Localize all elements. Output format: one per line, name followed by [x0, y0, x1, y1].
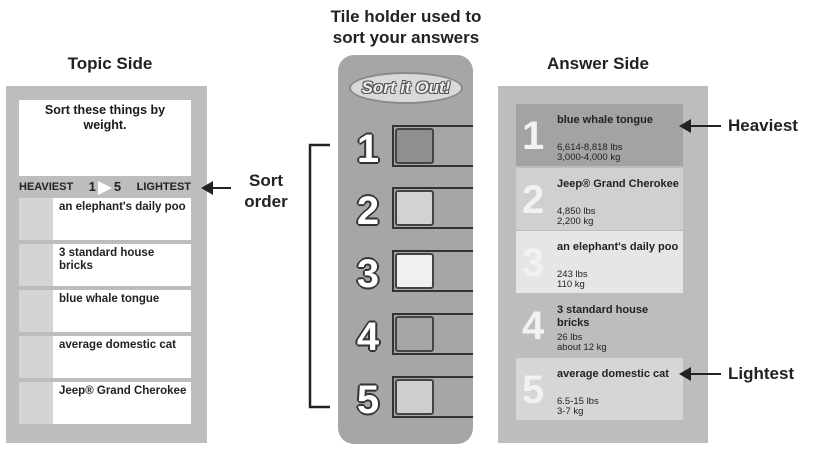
- item-stripe: [19, 244, 53, 286]
- answer-weight-lbs: 6.5-15 lbs: [557, 396, 599, 407]
- item-stripe: [19, 198, 53, 240]
- question-line2: weight.: [83, 118, 127, 132]
- heaviest-label: Heaviest: [728, 116, 798, 135]
- answer-title: average domestic cat: [557, 368, 669, 380]
- answer-weight-kg: 3,000-4,000 kg: [557, 152, 621, 163]
- question-line1: Sort these things by: [44, 103, 166, 117]
- topic-item-label: an elephant's daily poo: [59, 201, 186, 213]
- answer-tile[interactable]: [395, 253, 434, 289]
- slot-number: 5: [356, 378, 380, 422]
- answer-rank: 3: [522, 241, 545, 285]
- item-stripe: [19, 382, 53, 424]
- slot-number: 1: [356, 127, 380, 171]
- topic-item: blue whale tongue: [19, 290, 191, 332]
- sort-order-line1: Sort: [249, 171, 283, 190]
- slot-number: 4: [356, 315, 380, 359]
- sort-start: 1: [88, 178, 96, 194]
- slot-number: 3: [356, 252, 380, 296]
- answer-row: 3 an elephant's daily poo 243 lbs 110 kg: [516, 231, 683, 293]
- lightest-label: Lightest: [728, 364, 795, 383]
- answer-weight-kg: 3-7 kg: [557, 406, 584, 417]
- sort-order-arrow: [201, 181, 231, 195]
- answer-rank: 1: [522, 114, 545, 158]
- answer-tile[interactable]: [395, 379, 434, 415]
- sort-it-out-logo: Sort it Out!: [349, 72, 463, 104]
- answer-weight-kg: 2,200 kg: [557, 216, 594, 227]
- topic-item-label: average domestic cat: [59, 339, 176, 351]
- answer-tile[interactable]: [395, 316, 434, 352]
- tile-slot[interactable]: [392, 125, 473, 167]
- answer-weight-lbs: 243 lbs: [557, 269, 588, 280]
- answer-tile[interactable]: [395, 128, 434, 164]
- sort-order-label: Sort order: [236, 170, 296, 212]
- sort-end: 5: [113, 178, 122, 194]
- answer-side-heading: Answer Side: [546, 54, 650, 73]
- answer-row: 1 blue whale tongue 6,614-8,818 lbs 3,00…: [516, 104, 683, 166]
- answer-weight-kg: 110 kg: [557, 279, 585, 290]
- topic-item-label: blue whale tongue: [59, 293, 160, 305]
- topic-item: an elephant's daily poo: [19, 198, 191, 240]
- topic-item: 3 standard house bricks: [19, 244, 191, 286]
- topic-question: Sort these things by weight.: [19, 100, 191, 176]
- lightest-arrow: [679, 367, 721, 381]
- answer-rank: 5: [522, 368, 545, 412]
- tile-holder-heading-line1: Tile holder used to: [330, 7, 482, 26]
- answer-row: 4 3 standard house bricks 26 lbs about 1…: [516, 294, 683, 356]
- topic-item: Jeep® Grand Cherokee: [19, 382, 191, 424]
- answer-title: Jeep® Grand Cherokee: [557, 178, 679, 190]
- answer-tile[interactable]: [395, 190, 434, 226]
- topic-item-label: Jeep® Grand Cherokee: [59, 385, 187, 397]
- item-stripe: [19, 336, 53, 378]
- answer-title: 3 standard house bricks: [557, 304, 649, 329]
- tile-holder-heading-line2: sort your answers: [332, 28, 480, 47]
- answer-weight-lbs: 26 lbs: [557, 332, 583, 343]
- lightest-tag: LIGHTEST: [136, 181, 191, 193]
- heaviest-tag: HEAVIEST: [19, 181, 74, 193]
- answer-weight-kg: about 12 kg: [557, 342, 607, 353]
- topic-side-heading: Topic Side: [67, 54, 153, 73]
- answer-rank: 4: [522, 304, 545, 348]
- tile-slot[interactable]: [392, 250, 473, 292]
- topic-item: average domestic cat: [19, 336, 191, 378]
- tile-slot[interactable]: [392, 187, 473, 229]
- heaviest-arrow: [679, 119, 721, 133]
- slot-number: 2: [356, 189, 380, 233]
- answer-rank: 2: [522, 178, 545, 222]
- answer-row: 5 average domestic cat 6.5-15 lbs 3-7 kg: [516, 358, 683, 420]
- topic-item-label: 3 standard house bricks: [59, 247, 155, 272]
- answer-weight-lbs: 6,614-8,818 lbs: [557, 142, 623, 153]
- sort-order-bracket: [308, 143, 330, 409]
- sort-order-line2: order: [244, 192, 288, 211]
- tile-slot[interactable]: [392, 376, 473, 418]
- tile-slot[interactable]: [392, 313, 473, 355]
- tile-holder-heading: Tile holder used to sort your answers: [316, 6, 496, 48]
- answer-weight-lbs: 4,850 lbs: [557, 206, 596, 217]
- item-stripe: [19, 290, 53, 332]
- answer-title: blue whale tongue: [557, 114, 653, 126]
- answer-title: an elephant's daily poo: [557, 241, 679, 253]
- right-triangle-icon: [97, 181, 112, 196]
- answer-row: 2 Jeep® Grand Cherokee 4,850 lbs 2,200 k…: [516, 168, 683, 230]
